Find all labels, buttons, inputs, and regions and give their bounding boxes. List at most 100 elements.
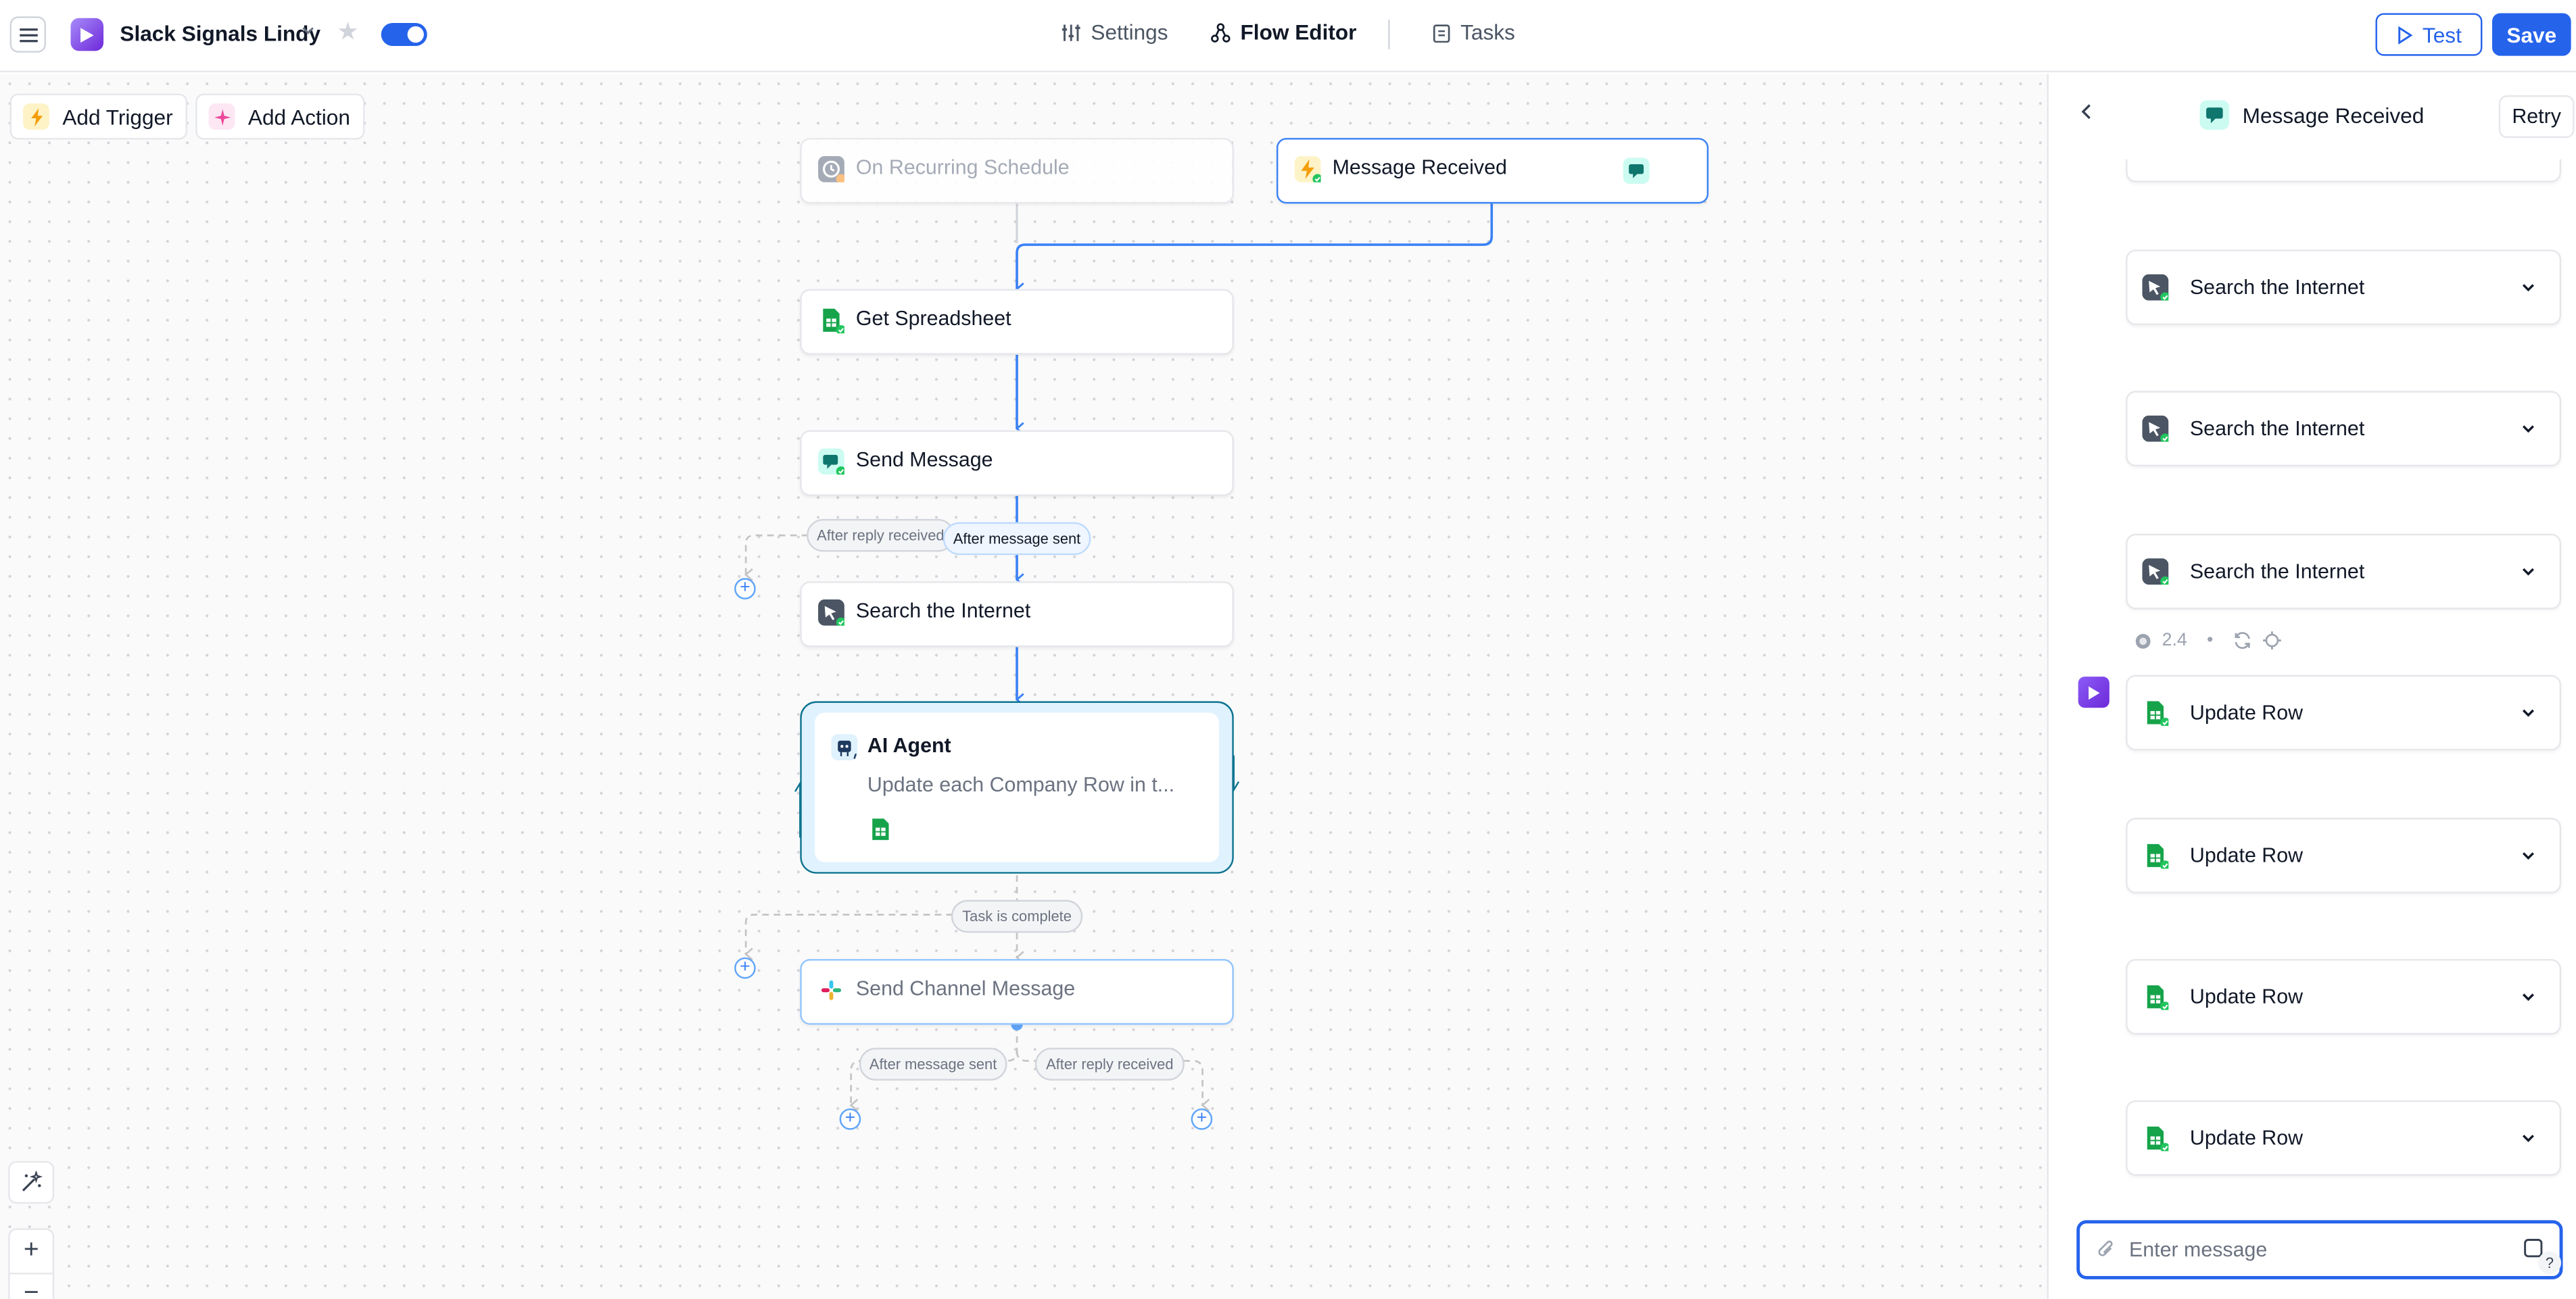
add-step-plus-icon[interactable]: + [734, 957, 756, 979]
retry-button[interactable]: Retry [2498, 95, 2575, 139]
clock-icon [818, 155, 844, 182]
node-get-spreadsheet[interactable]: Get Spreadsheet [800, 289, 1234, 355]
test-button[interactable]: Test [2375, 13, 2483, 56]
chevron-down-icon[interactable] [301, 23, 316, 38]
tab-tasks-label: Tasks [1460, 20, 1515, 45]
step-label: Search the Internet [2189, 417, 2365, 441]
zoom-in-icon[interactable]: + [9, 1230, 53, 1274]
edge-label-after-sent[interactable]: After message sent [943, 522, 1091, 556]
magic-wand-icon [22, 1171, 43, 1192]
flow-edges [744, 203, 1494, 1112]
tab-tasks[interactable]: Tasks [1433, 20, 1515, 45]
chevron-down-icon[interactable] [2520, 279, 2536, 295]
node-send-channel-message[interactable]: Send Channel Message [800, 959, 1234, 1025]
lindy-logo [70, 18, 104, 51]
message-input[interactable] [2129, 1233, 2507, 1267]
zoom-out-icon[interactable]: − [10, 1273, 53, 1299]
menu-icon[interactable] [9, 16, 47, 53]
node-ai-agent[interactable]: AI Agent Update each Company Row in t... [800, 701, 1234, 874]
chat-icon [818, 448, 844, 475]
tab-settings[interactable]: Settings [1062, 20, 1168, 45]
flow-canvas[interactable]: Add Trigger Add Action + − [0, 74, 2047, 1299]
chevron-down-icon[interactable] [2520, 563, 2536, 579]
play-icon [2398, 25, 2412, 44]
lightning-icon [1294, 155, 1321, 182]
step-card-update-row[interactable]: Update Row [2126, 1100, 2562, 1176]
sheets-icon [823, 308, 844, 334]
step-card-search[interactable]: Search the Internet [2126, 249, 2562, 326]
sheets-icon [872, 818, 889, 840]
edge-label-task-complete[interactable]: Task is complete [951, 900, 1083, 933]
step-label: Update Row [2189, 1126, 2304, 1150]
chevron-down-icon[interactable] [2520, 989, 2536, 1005]
paperclip-icon[interactable] [2096, 1238, 2116, 1261]
sliders-icon [1062, 24, 1080, 41]
credits-icon [2135, 633, 2151, 648]
sparkle-icon [208, 103, 235, 130]
tidy-button[interactable] [8, 1160, 55, 1204]
node-label: Send Message [855, 448, 993, 472]
tab-flow-editor-label: Flow Editor [1240, 20, 1357, 45]
chevron-down-icon[interactable] [2520, 848, 2536, 864]
node-on-recurring-schedule[interactable]: On Recurring Schedule [800, 138, 1234, 204]
ai-agent-title: AI Agent [867, 734, 951, 758]
back-chevron-icon[interactable] [2078, 100, 2095, 126]
add-step-plus-icon[interactable]: + [839, 1108, 861, 1130]
step-card-search[interactable]: Search the Internet [2126, 391, 2562, 467]
globe-icon [2142, 274, 2169, 301]
flow-icon [1211, 22, 1231, 42]
tab-flow-editor[interactable]: Flow Editor [1211, 20, 1357, 45]
save-button[interactable]: Save [2492, 13, 2571, 56]
star-icon[interactable]: ★ [337, 18, 359, 47]
task-meta-row: 2.4 • [2134, 631, 2282, 650]
add-action-button[interactable]: Add Action [195, 93, 365, 140]
globe-icon [2142, 415, 2169, 442]
enable-toggle[interactable] [381, 23, 427, 47]
lindy-avatar [2078, 677, 2109, 708]
expand-icon[interactable] [2523, 1238, 2545, 1260]
sheets-icon [2147, 701, 2169, 726]
edge-label-after-sent[interactable]: After message sent [859, 1048, 1007, 1081]
chat-icon [1623, 157, 1650, 185]
globe-icon [2142, 558, 2169, 585]
step-card-search[interactable]: Search the Internet [2126, 533, 2562, 610]
message-composer [2076, 1220, 2563, 1279]
node-label: On Recurring Schedule [855, 155, 1070, 179]
step-label: Search the Internet [2189, 560, 2365, 583]
node-label: Get Spreadsheet [855, 307, 1011, 330]
app-title[interactable]: Slack Signals Lindy [120, 21, 321, 47]
add-trigger-button[interactable]: Add Trigger [9, 93, 188, 140]
node-label: Search the Internet [855, 599, 1031, 622]
step-label: Search the Internet [2189, 276, 2365, 299]
add-trigger-label: Add Trigger [62, 104, 173, 129]
chevron-down-icon[interactable] [2520, 1130, 2536, 1146]
step-label: Update Row [2189, 985, 2304, 1008]
step-label: Update Row [2189, 843, 2304, 867]
chevron-down-icon[interactable] [2520, 704, 2536, 720]
edge-label-after-reply[interactable]: After reply received [807, 518, 955, 552]
chevron-down-icon[interactable] [2520, 420, 2536, 437]
sheets-icon [2147, 985, 2169, 1010]
step-card-update-row[interactable]: Update Row [2126, 818, 2562, 893]
node-send-message[interactable]: Send Message [800, 430, 1234, 496]
node-search-the-internet[interactable]: Search the Internet [800, 581, 1234, 647]
top-bar: Slack Signals Lindy ★ Settings Flow Edit… [0, 0, 2576, 72]
panel-title: Message Received [2199, 100, 2424, 130]
chat-icon [2199, 100, 2230, 130]
test-button-label: Test [2422, 22, 2462, 47]
step-card-update-row[interactable]: Update Row [2126, 675, 2562, 751]
node-message-received[interactable]: Message Received [1276, 138, 1709, 204]
step-label: Update Row [2189, 701, 2304, 725]
edge-label-after-reply[interactable]: After reply received [1034, 1048, 1185, 1081]
step-card-update-row[interactable]: Update Row [2126, 959, 2562, 1035]
node-label: Message Received [1332, 155, 1507, 179]
add-step-plus-icon[interactable]: + [734, 578, 756, 599]
add-action-label: Add Action [247, 104, 350, 129]
help-icon[interactable]: ? [2538, 1251, 2562, 1275]
refresh-icon[interactable] [2233, 631, 2252, 650]
add-step-plus-icon[interactable]: + [1191, 1108, 1213, 1130]
zoom-controls: + − [8, 1228, 55, 1299]
task-panel: Message Received Retry Message Received … [2047, 74, 2576, 1299]
credits-value: 2.4 [2162, 631, 2187, 651]
crosshair-icon[interactable] [2262, 631, 2282, 650]
